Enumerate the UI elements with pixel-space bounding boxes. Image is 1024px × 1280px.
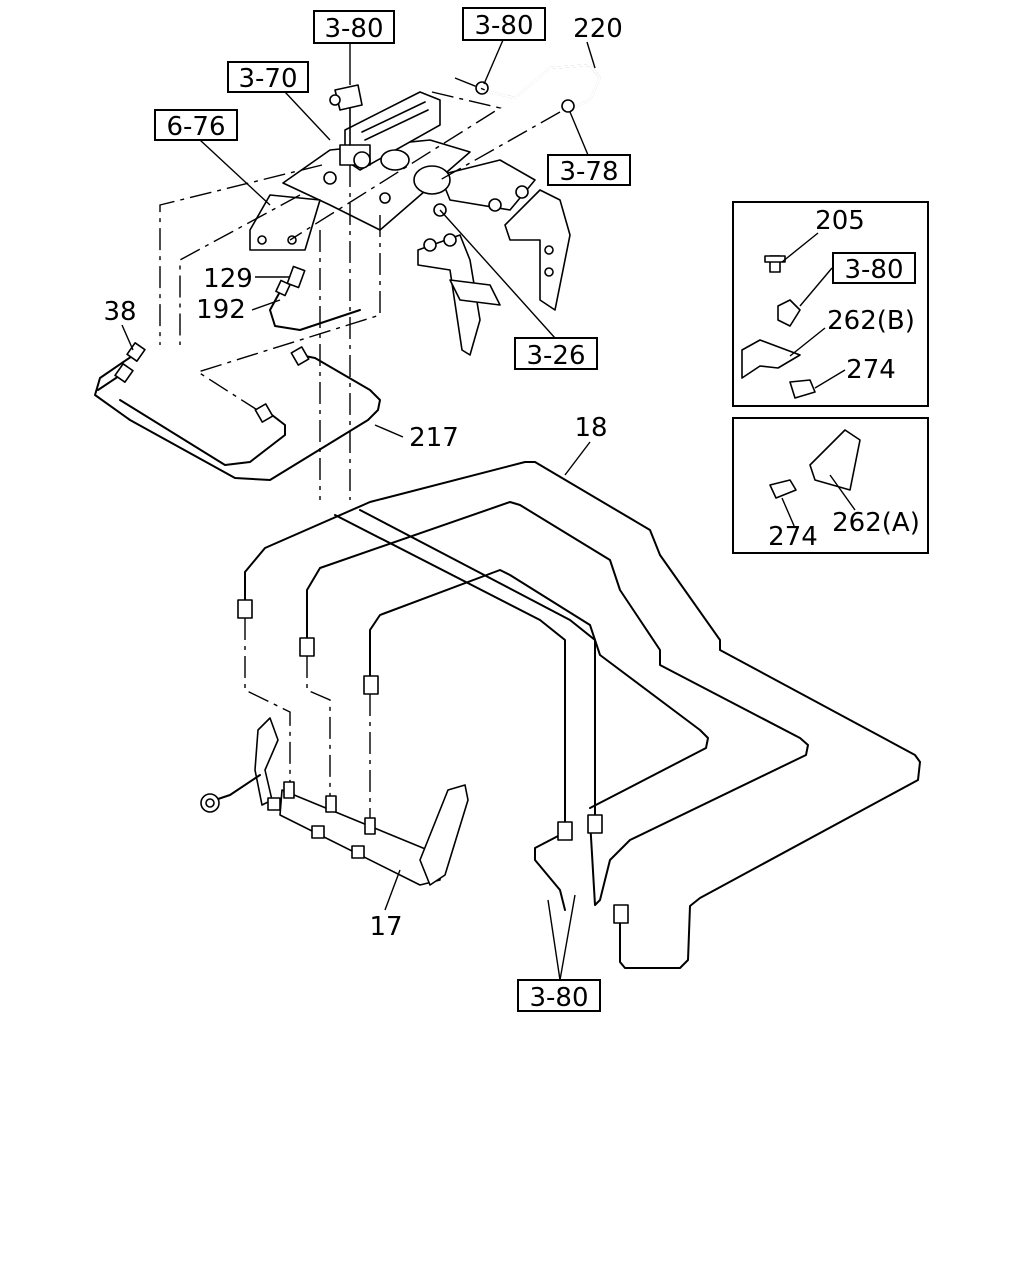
ref-valve-body: 3-70 — [227, 61, 309, 94]
part-220: 220 — [573, 14, 623, 44]
ref-detail-b: 3-80 — [832, 252, 916, 285]
svg-text:3-80: 3-80 — [529, 983, 588, 1013]
valve-bracket-assembly — [249, 84, 571, 356]
svg-text:3-80: 3-80 — [844, 255, 903, 285]
detail-box-b — [732, 201, 929, 407]
detail-box-a — [732, 417, 929, 554]
ref-top-valve: 3-80 — [313, 10, 395, 44]
part-262-a: 262(A) — [832, 508, 920, 538]
manifold-17 — [200, 618, 469, 886]
part-274-b: 274 — [846, 355, 896, 385]
svg-text:3-70: 3-70 — [238, 64, 297, 94]
hose-220 — [475, 63, 602, 113]
part-205: 205 — [815, 206, 865, 236]
part-217: 217 — [409, 423, 459, 453]
svg-text:3-26: 3-26 — [526, 341, 585, 371]
part-129: 129 — [203, 264, 253, 294]
svg-text:3-80: 3-80 — [474, 11, 533, 41]
part-192: 192 — [196, 295, 246, 325]
part-18: 18 — [574, 413, 607, 443]
leader-lines — [121, 39, 596, 981]
pipe-38 — [94, 279, 381, 481]
ref-bracket: 6-76 — [154, 109, 238, 142]
svg-text:3-78: 3-78 — [559, 157, 618, 187]
svg-text:6-76: 6-76 — [166, 112, 225, 142]
guide-lines-upper — [159, 77, 561, 500]
ref-bottom: 3-80 — [517, 979, 601, 1013]
ref-hose-end: 3-80 — [462, 7, 546, 41]
pipe-18 — [237, 461, 921, 969]
part-38: 38 — [103, 297, 136, 327]
ref-pedal-bracket: 3-26 — [514, 337, 598, 371]
part-262-b: 262(B) — [827, 306, 915, 336]
part-17: 17 — [369, 912, 402, 942]
svg-text:3-80: 3-80 — [324, 14, 383, 44]
ref-hose-clip: 3-78 — [547, 154, 631, 187]
part-274-a: 274 — [768, 522, 818, 552]
